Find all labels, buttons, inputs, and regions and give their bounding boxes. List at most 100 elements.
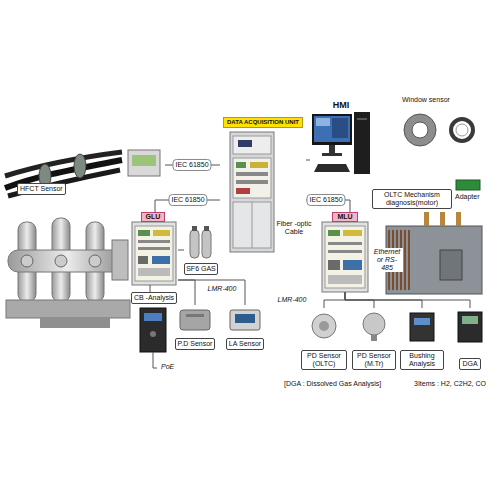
interface-note: PoE bbox=[160, 363, 175, 371]
poe-wire bbox=[153, 352, 157, 368]
cb-device bbox=[140, 308, 166, 368]
dau-cabinet bbox=[230, 132, 274, 252]
monitor-stand bbox=[329, 145, 335, 153]
pd-sensor-mtr: PD Sensor (M.Tr) bbox=[352, 308, 396, 370]
mlu-cabinet: MLU bbox=[318, 212, 372, 292]
gis-bus bbox=[8, 250, 126, 272]
cabinet-module bbox=[138, 240, 170, 243]
protocol-label: LMR-400 bbox=[277, 296, 308, 304]
hmi-computer bbox=[312, 112, 370, 174]
connector-line bbox=[324, 292, 345, 308]
protocol-label: IEC 61850 bbox=[172, 159, 211, 171]
footnote: 3Items : H2, C2H2, CO bbox=[414, 380, 486, 388]
cabinet-module bbox=[328, 230, 340, 236]
device-knob bbox=[150, 331, 156, 337]
cabinet-module bbox=[153, 230, 170, 236]
protocol-label: LMR-400 bbox=[207, 285, 238, 293]
sensor-core bbox=[319, 321, 329, 331]
cabinet-module bbox=[343, 260, 362, 270]
cabinet-module bbox=[138, 256, 148, 264]
connector-line bbox=[178, 250, 184, 251]
sensor-ring bbox=[404, 114, 436, 146]
sensor-label: SF6 GAS bbox=[184, 263, 218, 275]
gis-base bbox=[6, 300, 130, 318]
gis-flange bbox=[89, 255, 101, 267]
cb-analysis-device: CB -Analysis bbox=[128, 292, 180, 356]
pd-sensor: P.D Sensor bbox=[172, 305, 218, 350]
la-sensor bbox=[230, 310, 260, 330]
monitor bbox=[312, 114, 352, 145]
monitor-screen bbox=[314, 116, 350, 142]
sensor-label: PD Sensor (M.Tr) bbox=[352, 350, 396, 370]
sensor-ring bbox=[451, 119, 473, 141]
gas-bottle bbox=[190, 230, 199, 258]
cabinet-body bbox=[322, 222, 368, 292]
gis-cylinder bbox=[18, 222, 36, 302]
connector-line bbox=[306, 160, 310, 161]
cabinet-module bbox=[343, 230, 362, 236]
pd-sensor bbox=[312, 314, 336, 338]
cable bbox=[8, 170, 120, 196]
cabinet-panel bbox=[325, 226, 365, 288]
unit-tag: GLU bbox=[141, 212, 166, 222]
cabinet-module bbox=[250, 162, 268, 168]
device-label: DGA bbox=[459, 358, 480, 370]
pd-sensor bbox=[180, 310, 210, 330]
connector-line bbox=[178, 280, 195, 305]
cable-note: Fiber -optic Cable bbox=[274, 220, 314, 236]
device-display bbox=[132, 155, 156, 166]
hfct-sensor: HFCT Sensor bbox=[5, 140, 165, 195]
gis-cylinder bbox=[86, 222, 104, 302]
hfct-cables bbox=[5, 150, 160, 196]
cabinet-body bbox=[230, 132, 274, 252]
hmi-station: HMI bbox=[310, 100, 372, 185]
hfct-device bbox=[128, 150, 160, 176]
door-seam bbox=[252, 202, 253, 248]
cabinet-module bbox=[236, 180, 268, 184]
sf6-bottles bbox=[190, 226, 211, 258]
mlu-cabinet bbox=[322, 222, 368, 292]
cabinet-panel bbox=[233, 158, 271, 198]
monitor-base bbox=[322, 153, 342, 156]
cabinet-panel bbox=[233, 136, 271, 154]
screen-window bbox=[332, 118, 348, 138]
cabinet-module bbox=[138, 268, 170, 276]
mlu-sensors bbox=[312, 312, 482, 342]
connector-line bbox=[150, 285, 151, 292]
hfct-ring bbox=[74, 154, 86, 178]
device-label: CB -Analysis bbox=[131, 292, 177, 304]
sensor-slot bbox=[186, 314, 204, 317]
cabinet-module bbox=[236, 162, 246, 168]
gis-box bbox=[112, 240, 128, 280]
device-display bbox=[462, 316, 478, 324]
cabinet-panel bbox=[135, 226, 173, 281]
device-label: Bushing Analysis bbox=[400, 350, 444, 370]
bottle-cap bbox=[192, 226, 197, 231]
cb-analyzer bbox=[140, 308, 166, 352]
glu-cabinet bbox=[132, 222, 176, 285]
device-display bbox=[414, 318, 430, 325]
glu-cabinet: GLU bbox=[128, 212, 178, 285]
glu-sensors bbox=[180, 310, 260, 330]
device-display bbox=[235, 314, 255, 323]
gis-cylinder bbox=[52, 218, 70, 302]
gis-frame bbox=[40, 318, 110, 328]
sf6-gas-sensor: SF6 GAS bbox=[184, 222, 218, 275]
cabinet-module bbox=[138, 247, 170, 250]
pc-drive bbox=[357, 118, 367, 120]
pd-sensor bbox=[363, 313, 385, 335]
gis-flange bbox=[21, 255, 33, 267]
sensor-label: HFCT Sensor bbox=[17, 183, 66, 195]
cabinet-module bbox=[236, 188, 250, 194]
bushing-monitor bbox=[410, 313, 434, 341]
cabinet-module bbox=[138, 230, 150, 236]
device-display bbox=[144, 313, 162, 321]
cabinet-module bbox=[328, 250, 362, 253]
hmi-label: HMI bbox=[333, 100, 350, 110]
interface-note: Ethernet or RS-485 bbox=[371, 248, 403, 272]
keyboard bbox=[314, 164, 350, 172]
sensor-label: LA Sensor bbox=[226, 338, 264, 350]
